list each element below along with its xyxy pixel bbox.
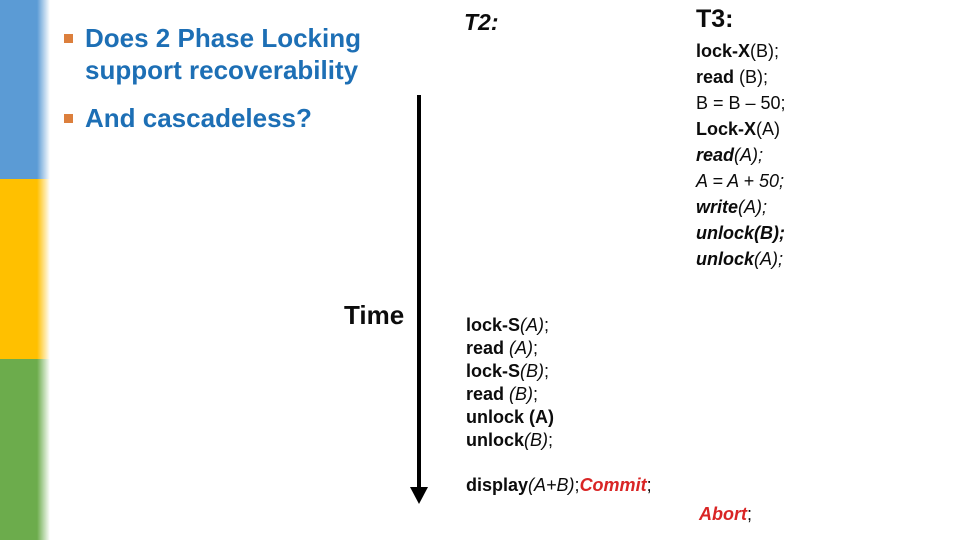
op-line: unlock(A); xyxy=(696,246,786,272)
op-segment: ; xyxy=(533,384,539,404)
accent-bar-blue xyxy=(0,0,50,179)
op-line: write(A); xyxy=(696,194,786,220)
op-line: read(A); xyxy=(696,142,786,168)
t2-display-commit-line: display(A+B);Commit; xyxy=(466,473,652,497)
bullet-item-cascadeless: And cascadeless? xyxy=(64,102,312,134)
accent-bar-green xyxy=(0,359,50,540)
op-segment: Commit xyxy=(579,475,647,495)
bullet-line: And cascadeless? xyxy=(85,103,312,133)
op-segment: ; xyxy=(548,430,554,450)
op-line: read (A); xyxy=(466,337,554,360)
op-segment: unlock xyxy=(466,430,525,450)
op-segment: (B) xyxy=(524,430,549,450)
op-segment: Lock-X xyxy=(696,119,757,139)
op-segment: unlock(B); xyxy=(696,223,785,243)
op-segment: read xyxy=(696,145,735,165)
op-segment: unlock xyxy=(696,249,755,269)
op-segment: (A); xyxy=(734,145,764,165)
op-segment: (A); xyxy=(754,249,784,269)
bullet-text: And cascadeless? xyxy=(85,102,312,134)
bullet-line: Does 2 Phase Locking xyxy=(85,23,361,53)
t3-column-header: T3: xyxy=(696,5,734,33)
op-line: read (B); xyxy=(466,383,554,406)
op-segment: (B) xyxy=(509,384,534,404)
t3-abort-line: Abort; xyxy=(699,502,752,526)
op-segment: read xyxy=(466,384,510,404)
op-line: unlock(B); xyxy=(466,429,554,452)
time-arrow-down-icon xyxy=(410,487,428,504)
t2-operations-list: lock-S(A);read (A);lock-S(B);read (B);un… xyxy=(466,314,554,452)
op-segment: ; xyxy=(533,338,539,358)
op-segment: write xyxy=(696,197,739,217)
op-line: lock-X(B); xyxy=(696,38,786,64)
op-segment: lock-S xyxy=(466,361,521,381)
bullet-square-icon xyxy=(64,114,73,123)
op-segment: unlock (A) xyxy=(466,407,554,427)
op-segment: A = A + 50; xyxy=(696,171,785,191)
time-label: Time xyxy=(344,300,405,330)
op-line: read (B); xyxy=(696,64,786,90)
bullet-item-recoverability: Does 2 Phase Locking support recoverabil… xyxy=(64,22,361,86)
op-segment: read xyxy=(696,67,740,87)
op-line: unlock(B); xyxy=(696,220,786,246)
t3-operations-list: lock-X(B);read (B);B = B – 50;Lock-X(A)r… xyxy=(696,38,786,272)
op-line: Lock-X(A) xyxy=(696,116,786,142)
op-segment: lock-X xyxy=(696,41,751,61)
op-segment: (A) xyxy=(756,119,781,139)
op-segment: (A) xyxy=(509,338,534,358)
op-line: lock-S(A); xyxy=(466,314,554,337)
op-segment: lock-S xyxy=(466,315,521,335)
bullet-square-icon xyxy=(64,34,73,43)
op-segment: (B); xyxy=(750,41,780,61)
bullet-text: Does 2 Phase Locking support recoverabil… xyxy=(85,22,361,86)
op-line: Abort; xyxy=(699,502,752,526)
op-segment: read xyxy=(466,338,510,358)
op-line: B = B – 50; xyxy=(696,90,786,116)
bullet-line: support recoverability xyxy=(85,55,359,85)
op-segment: ; xyxy=(544,361,550,381)
op-segment: (A); xyxy=(738,197,768,217)
op-segment: (B) xyxy=(520,361,545,381)
op-segment: (A+B) xyxy=(528,475,575,495)
op-segment: ; xyxy=(646,475,652,495)
op-segment: display xyxy=(466,475,529,495)
op-segment: Abort xyxy=(699,504,747,524)
op-line: A = A + 50; xyxy=(696,168,786,194)
op-segment: ; xyxy=(747,504,753,524)
t2-column-header: T2: xyxy=(464,9,499,35)
op-segment: ; xyxy=(544,315,550,335)
op-line: lock-S(B); xyxy=(466,360,554,383)
op-segment: (B); xyxy=(739,67,769,87)
accent-bar-yellow xyxy=(0,179,50,359)
op-segment: ; xyxy=(574,475,580,495)
time-arrow-shaft xyxy=(417,95,421,488)
op-segment: B = B – 50; xyxy=(696,93,786,113)
op-line: unlock (A) xyxy=(466,406,554,429)
op-line: display(A+B);Commit; xyxy=(466,473,652,497)
op-segment: (A) xyxy=(520,315,545,335)
